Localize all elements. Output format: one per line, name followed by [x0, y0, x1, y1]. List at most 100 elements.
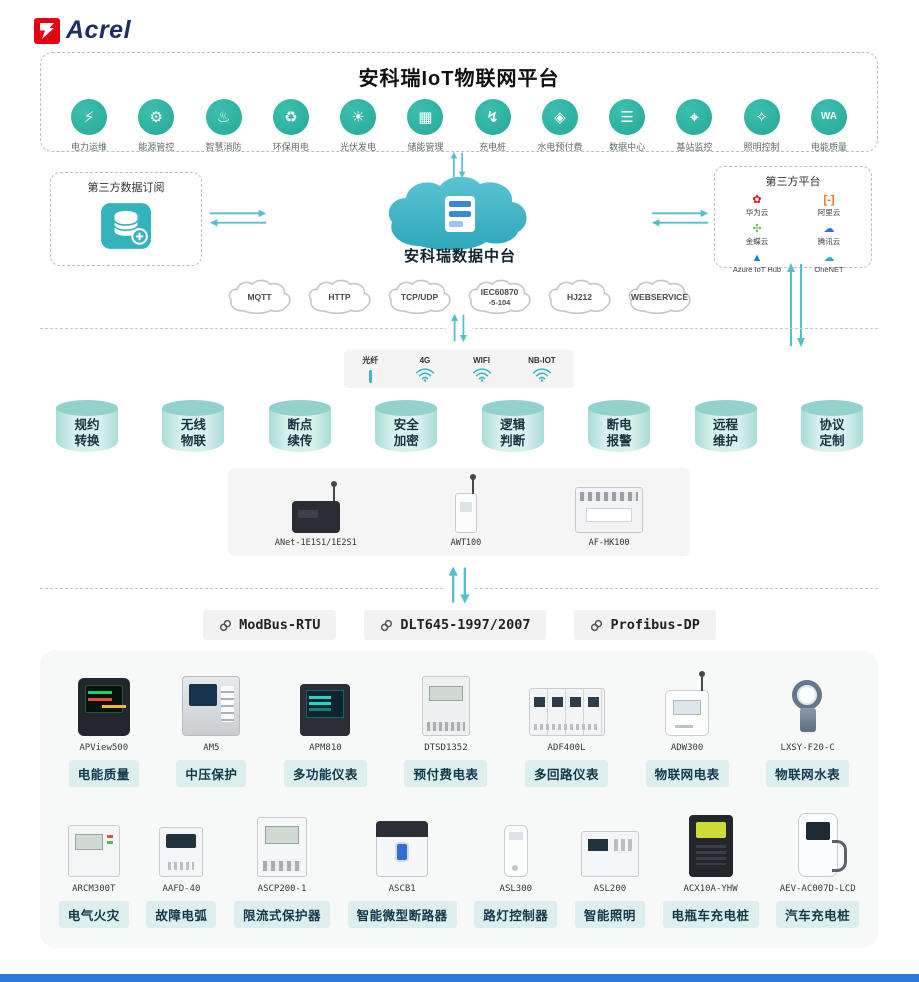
- server-icon: [445, 196, 475, 232]
- device-model: ASCB1: [388, 884, 416, 894]
- platform-item: ☁ OneNET: [814, 252, 844, 275]
- device-model: DTSD1352: [424, 743, 468, 753]
- device-image-asl200: [575, 813, 645, 877]
- device-item: AAFD-40 故障电弧: [146, 813, 217, 928]
- nbiot-item: NB-IOT: [528, 356, 556, 382]
- device-model: ACX10A-YHW: [683, 884, 738, 894]
- device-item: ADF400L 多回路仪表: [525, 672, 609, 787]
- platform-grid: ✿ 华为云 [-] 阿里云 ✣ 金蝶云 ☁ 腾讯云 ▲ Azure IoT Hu…: [715, 189, 871, 274]
- link-icon: [220, 619, 232, 631]
- onenet-icon: ☁: [823, 252, 835, 265]
- device-category-chip: 电能质量: [68, 760, 139, 787]
- gateway-image-afhk100: [575, 487, 644, 533]
- ali-cloud-icon: [-]: [823, 194, 835, 206]
- link-icon: [591, 619, 603, 631]
- device-model: AM5: [203, 743, 220, 753]
- device-model: ASL200: [593, 884, 627, 894]
- device-category-chip: 中压保护: [176, 760, 247, 787]
- device-category-chip: 智能微型断路器: [347, 901, 457, 928]
- platform-item: ☁ 腾讯云: [817, 223, 841, 247]
- app-item: ♻ 环保用电: [259, 99, 323, 153]
- device-category-chip: 限流式保护器: [234, 901, 331, 928]
- device-category-chip: 电瓶车充电桩: [662, 901, 759, 928]
- device-image-aafd40: [146, 813, 216, 877]
- device-image-ascp200: [234, 813, 330, 877]
- app-item: ◈ 水电预付费: [528, 99, 592, 153]
- data-center-cloud: 安科瑞数据中台: [372, 172, 548, 266]
- updown-arrow: [446, 312, 472, 349]
- device-image-dtsd1352: [404, 672, 487, 736]
- app-label: 数据中心: [609, 142, 646, 152]
- app-label: 照明控制: [743, 142, 780, 152]
- protocol-chip-dlt645: DLT645-1997/2007: [364, 610, 547, 640]
- device-image-asl300: [474, 813, 557, 877]
- protocol-cloud-webservice: WEBSERVICE: [625, 276, 695, 318]
- app-item: ☀ 光伏发电: [326, 99, 390, 153]
- acrel-logo-icon: [34, 17, 60, 44]
- protocol-cloud-hj212: HJ212: [545, 276, 615, 318]
- device-image-lxsy-f20c: [766, 672, 849, 736]
- kingdee-cloud-icon: ✣: [752, 223, 762, 236]
- device-category-chip: 汽车充电桩: [776, 901, 860, 928]
- app-item: WA 电能质量: [797, 99, 861, 153]
- app-item: ⚙ 能源管控: [124, 99, 188, 153]
- capability-cylinder: 远程维护: [694, 400, 757, 452]
- protocol-chip-profibus: Profibus-DP: [574, 610, 716, 640]
- database-plus-icon: [51, 203, 201, 249]
- app-item: ☰ 数据中心: [595, 99, 659, 153]
- device-model: ASCP200-1: [257, 884, 307, 894]
- wifi-icon: [472, 368, 491, 382]
- device-category-chip: 故障电弧: [146, 901, 217, 928]
- gateway-model: ANet-1E1S1/1E2S1: [274, 538, 357, 548]
- device-image-acx10a: [663, 813, 759, 877]
- huawei-cloud-icon: ✿: [752, 194, 762, 206]
- platform-panel: 安科瑞IoT物联网平台 ⚡ 电力运维 ⚙ 能源管控 ♨ 智慧消防 ♻ 环保用电 …: [40, 52, 878, 152]
- app-item: ⌖ 基站监控: [662, 99, 726, 153]
- platform-box-title: 第三方平台: [765, 176, 821, 188]
- page-title: 安科瑞IoT物联网平台: [358, 68, 560, 90]
- device-category-chip: 物联网水表: [766, 760, 850, 787]
- updown-arrow: [450, 151, 466, 179]
- device-model: APM810: [309, 743, 342, 753]
- device-item: ACX10A-YHW 电瓶车充电桩: [662, 813, 759, 928]
- device-model: AEV-AC007D-LCD: [779, 884, 856, 894]
- protocol-chip-modbus: ModBus-RTU: [203, 610, 337, 640]
- device-item: APView500 电能质量: [68, 672, 139, 787]
- gateway-model: AWT100: [450, 538, 482, 548]
- nbiot-icon: [532, 368, 551, 382]
- device-item: ASCB1 智能微型断路器: [347, 813, 457, 928]
- apps-row: ⚡ 电力运维 ⚙ 能源管控 ♨ 智慧消防 ♻ 环保用电 ☀ 光伏发电 ▦ 储能管…: [41, 91, 877, 153]
- device-item: DTSD1352 预付费电表: [404, 672, 488, 787]
- power-quality-icon: WA: [810, 99, 847, 135]
- charging-pile-icon: ↯: [474, 99, 511, 135]
- platform-item: ✣ 金蝶云: [745, 223, 769, 247]
- device-model: AAFD-40: [162, 884, 201, 894]
- cloud-icon: [388, 176, 527, 251]
- app-item: ▦ 储能管理: [393, 99, 457, 153]
- device-image-arcm300t: [59, 813, 129, 877]
- capability-cylinder: 规约转换: [56, 400, 118, 452]
- prepaid-utility-icon: ◈: [541, 99, 578, 135]
- devices-row-1: APView500 电能质量 AM5 中压保护 APM810 多功能仪表 DTS…: [40, 671, 878, 787]
- device-model: ARCM300T: [72, 884, 116, 894]
- device-image-apm810: [284, 672, 367, 736]
- device-item: APM810 多功能仪表: [283, 672, 367, 787]
- capability-cylinder: 无线物联: [162, 400, 225, 452]
- power-om-icon: ⚡: [71, 99, 107, 135]
- gateway-item: AWT100: [450, 474, 482, 548]
- app-item: ↯ 充电桩: [461, 99, 525, 153]
- energy-storage-icon: ▦: [407, 99, 444, 135]
- device-item: ASL300 路灯控制器: [474, 813, 558, 928]
- third-party-platform-box: 第三方平台 ✿ 华为云 [-] 阿里云 ✣ 金蝶云 ☁ 腾讯云 ▲ Azure …: [714, 166, 872, 274]
- device-model: ADF400L: [547, 743, 586, 753]
- lighting-control-icon: ✧: [743, 99, 780, 135]
- device-image-adw300: [646, 671, 729, 736]
- app-label: 水电预付费: [537, 142, 583, 152]
- platform-item: ✿ 华为云: [745, 194, 769, 218]
- device-category-chip: 路灯控制器: [474, 901, 558, 928]
- protocol-cloud-tcpudp: TCP/UDP: [385, 276, 455, 318]
- capabilities-row: 规约转换 无线物联 断点续传 安全加密 逻辑判断 断电报警 远程维护 协议定制: [56, 400, 863, 452]
- device-model: APView500: [79, 743, 129, 753]
- signal-4g-item: 4G: [415, 356, 435, 382]
